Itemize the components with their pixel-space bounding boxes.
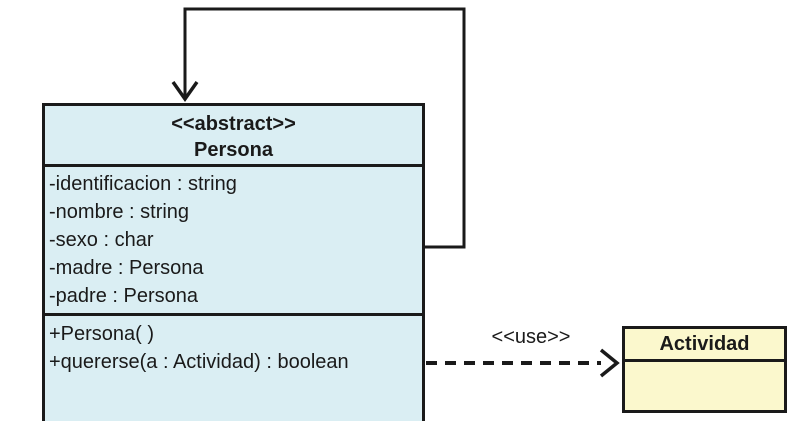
self-association-connector <box>183 7 466 249</box>
persona-methods-compartment: +Persona( ) +quererse(a : Actividad) : b… <box>45 316 422 376</box>
use-stereotype-label: <<use>> <box>491 326 571 348</box>
persona-attribute: -identificacion : string <box>49 173 237 195</box>
persona-method: +quererse(a : Actividad) : boolean <box>49 351 349 373</box>
actividad-title-compartment: Actividad <box>625 329 784 362</box>
persona-attribute: -nombre : string <box>49 201 190 223</box>
actividad-class-name: Actividad <box>659 333 750 355</box>
self-association-arrowhead-icon <box>171 80 199 103</box>
actividad-empty-compartment <box>625 362 784 410</box>
persona-class-name: Persona <box>194 139 273 161</box>
persona-attribute: -padre : Persona <box>49 285 198 307</box>
persona-attribute: -sexo : char <box>49 229 154 251</box>
persona-method: +Persona( ) <box>49 323 155 345</box>
persona-title-compartment: <<abstract>> Persona <box>45 106 422 167</box>
persona-attributes-compartment: -identificacion : string -nombre : strin… <box>45 167 422 316</box>
class-actividad: Actividad <box>622 326 787 413</box>
persona-attribute: -madre : Persona <box>49 257 204 279</box>
persona-stereotype: <<abstract>> <box>171 113 296 135</box>
class-persona: <<abstract>> Persona -identificacion : s… <box>42 103 425 421</box>
use-dependency-arrowhead-icon <box>599 348 620 378</box>
